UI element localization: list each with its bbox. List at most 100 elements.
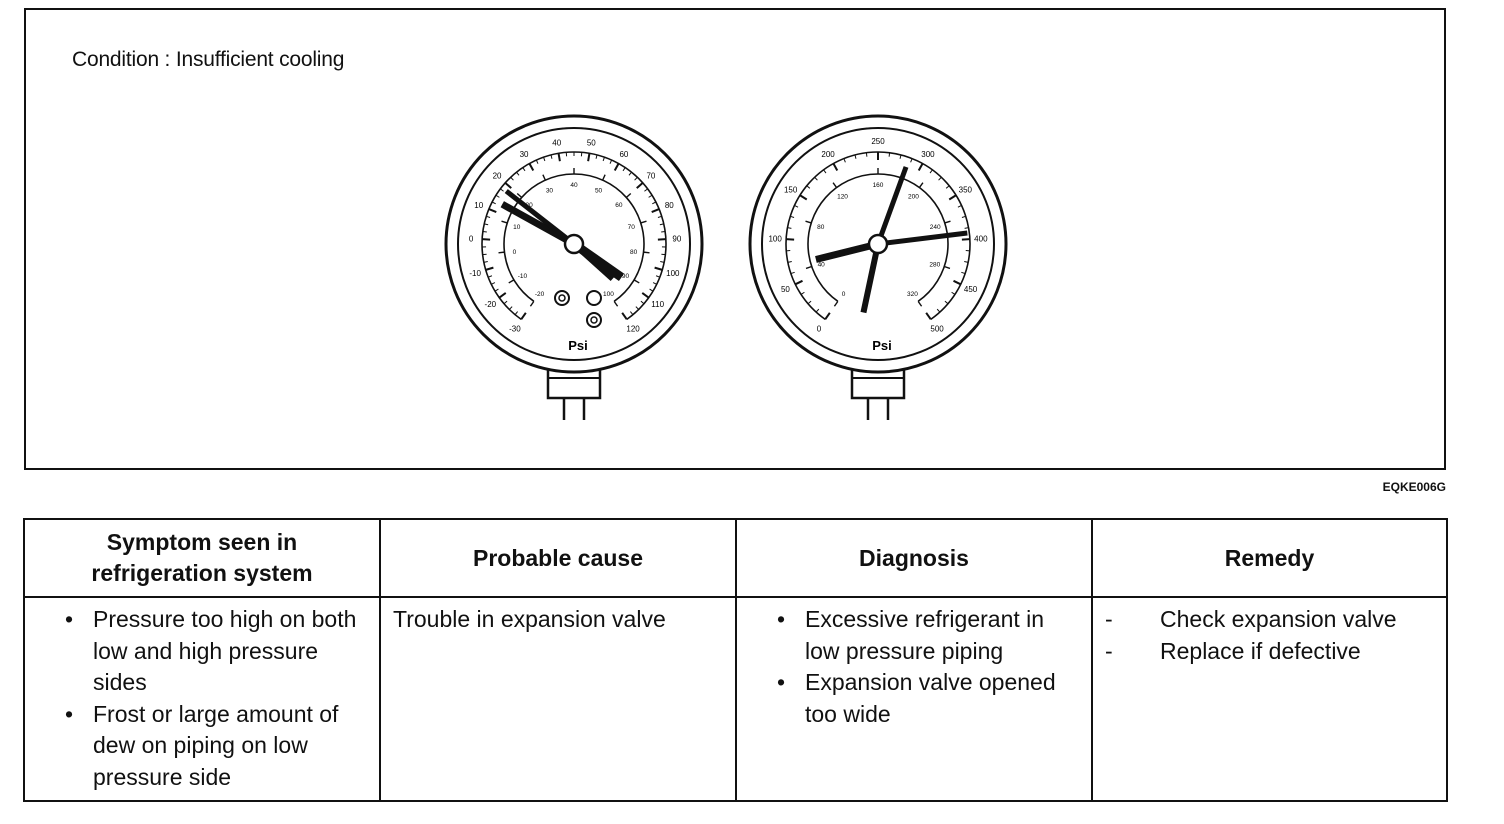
outer-scale-label: 70 (646, 172, 655, 181)
inner-tick (832, 182, 838, 188)
inner-scale-label: 100 (603, 291, 614, 298)
gauge-needle (877, 230, 968, 247)
minor-tick (899, 154, 902, 159)
outer-scale-label: 100 (768, 235, 782, 244)
gauge-dial (457, 127, 691, 361)
minor-tick (483, 261, 488, 263)
minor-tick (832, 163, 836, 168)
outer-scale-label: 60 (619, 150, 628, 159)
inner-tick (833, 300, 839, 307)
outer-scale-label: 250 (871, 137, 885, 146)
gauge-dial (761, 127, 995, 361)
screw-hole-icon (586, 290, 602, 306)
minor-tick (528, 163, 532, 168)
minor-tick (516, 171, 520, 176)
minor-tick (535, 159, 539, 164)
outer-scale-label: 120 (626, 324, 640, 333)
minor-tick (854, 154, 857, 159)
minor-tick (944, 300, 949, 305)
diagnosis-cell: Excessive refrigerant in low pressure pi… (735, 596, 1093, 802)
minor-tick (787, 227, 792, 229)
table-header-row: Symptom seen in refrigeration system Pro… (23, 518, 1448, 598)
minor-tick (824, 315, 828, 320)
minor-tick (522, 167, 526, 172)
list-item: Check expansion valve (1105, 604, 1436, 636)
minor-tick (485, 268, 490, 271)
minor-tick (957, 205, 962, 208)
inner-scale-label: 30 (546, 187, 554, 194)
inner-tick (602, 174, 606, 181)
unit-label: Psi (872, 338, 892, 353)
minor-tick (648, 194, 653, 198)
minor-tick (790, 271, 795, 275)
minor-tick (652, 282, 657, 285)
inner-scale-label: 50 (595, 187, 603, 194)
diagnosis-table: Symptom seen in refrigeration system Pro… (23, 518, 1448, 802)
inner-scale-label: 240 (930, 224, 941, 231)
minor-tick (823, 169, 827, 174)
minor-tick (956, 282, 961, 285)
minor-tick (655, 208, 660, 212)
diagnosis-list: Excessive refrigerant in low pressure pi… (749, 604, 1081, 730)
minor-tick (629, 311, 634, 315)
minor-tick (491, 201, 496, 205)
header-symptom: Symptom seen in refrigeration system (23, 518, 381, 598)
minor-tick (498, 294, 503, 299)
minor-tick (644, 188, 648, 192)
minor-tick (595, 154, 598, 159)
gauge-needle (815, 240, 879, 263)
outer-scale-label: 50 (587, 138, 596, 147)
header-diagnosis: Diagnosis (735, 518, 1093, 598)
inner-scale-label: 0 (842, 291, 846, 298)
inner-scale-label: 160 (873, 182, 884, 189)
inner-tick (508, 279, 515, 284)
list-item: Pressure too high on both low and high p… (37, 604, 369, 699)
outer-scale-label: 100 (666, 269, 680, 278)
inner-tick (944, 220, 951, 224)
condition-label: Condition : Insufficient cooling (72, 48, 345, 71)
minor-tick (794, 205, 799, 208)
outer-scale-label: 90 (672, 235, 681, 244)
minor-tick (504, 182, 509, 186)
scale-arc (807, 173, 949, 302)
inner-tick (633, 279, 640, 284)
minor-tick (799, 194, 804, 198)
outer-scale-label: 80 (665, 201, 674, 210)
outer-scale-label: 0 (817, 324, 822, 333)
remedy-list: Check expansion valve Replace if defecti… (1105, 604, 1436, 667)
gauge-needle (504, 189, 576, 246)
minor-tick (484, 223, 489, 226)
minor-tick (495, 194, 500, 198)
list-item: Replace if defective (1105, 636, 1436, 668)
outer-scale-label: 150 (784, 185, 798, 194)
remedy-cell: Check expansion valve Replace if defecti… (1091, 596, 1448, 802)
minor-tick (657, 215, 662, 219)
minor-tick (964, 227, 969, 229)
inner-scale-label: 70 (628, 224, 636, 231)
outer-scale-label: 10 (474, 201, 483, 210)
minor-tick (815, 308, 820, 313)
minor-tick (500, 188, 504, 192)
inner-scale-label: 20 (526, 202, 534, 209)
needle-hub (563, 233, 585, 255)
minor-tick (945, 185, 950, 189)
minor-tick (491, 282, 496, 285)
outer-scale-label: 40 (552, 138, 561, 147)
inner-tick (529, 300, 535, 307)
inner-scale-label: 200 (908, 194, 919, 201)
inner-scale-label: -10 (518, 273, 528, 280)
inner-tick (542, 174, 546, 181)
outer-scale-label: 110 (651, 300, 664, 309)
inner-scale-label: 60 (615, 202, 623, 209)
inner-tick (643, 251, 650, 254)
list-item: Excessive refrigerant in low pressure pi… (749, 604, 1081, 667)
minor-tick (814, 176, 818, 181)
header-probable-cause: Probable cause (379, 518, 737, 598)
minor-tick (558, 153, 560, 158)
outer-scale-label: 350 (959, 185, 973, 194)
outer-scale-label: 300 (921, 150, 935, 159)
probable-cause-cell: Trouble in expansion valve (379, 596, 737, 802)
minor-tick (910, 158, 913, 163)
minor-tick (936, 308, 941, 313)
